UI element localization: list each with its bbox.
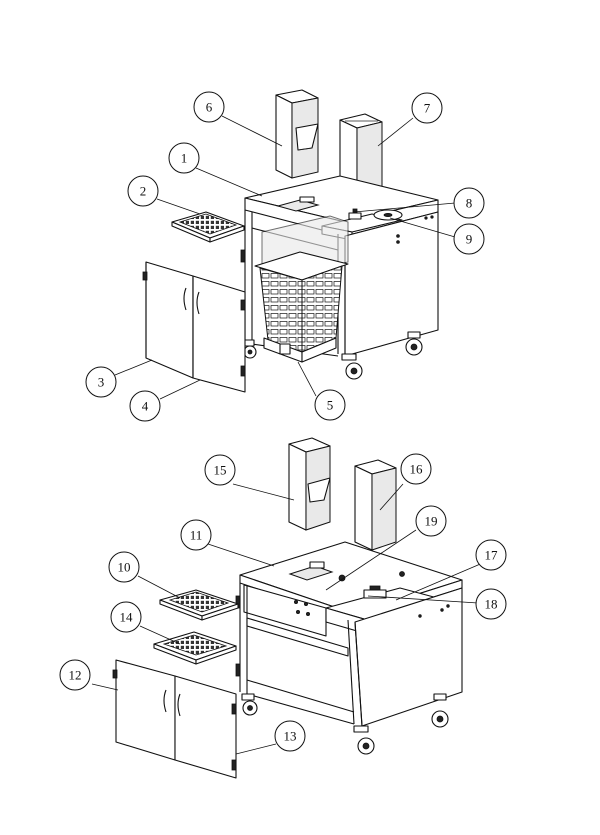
callout-16: 16 <box>400 453 432 485</box>
cabinet-body-lower <box>235 541 463 755</box>
callout-11: 11 <box>180 519 212 551</box>
svg-text:16: 16 <box>410 462 424 477</box>
caster-front-left <box>243 339 257 359</box>
svg-text:15: 15 <box>214 463 227 478</box>
caster-front-right <box>341 353 363 380</box>
svg-text:2: 2 <box>140 184 147 199</box>
svg-text:18: 18 <box>485 597 498 612</box>
chute-part-16 <box>354 459 397 551</box>
callout-7: 7 <box>411 92 443 124</box>
svg-text:7: 7 <box>424 101 431 116</box>
callout-3: 3 <box>85 366 117 398</box>
callout-19: 19 <box>415 505 447 537</box>
svg-text:9: 9 <box>466 232 473 247</box>
callout-1: 1 <box>168 142 200 174</box>
grille-part-14 <box>153 631 237 665</box>
callout-4: 4 <box>129 390 161 422</box>
caster-rear-right <box>405 331 423 356</box>
callout-17: 17 <box>475 539 507 571</box>
callout-14: 14 <box>110 601 142 633</box>
chute-part-6 <box>275 89 319 179</box>
callout-2: 2 <box>127 175 159 207</box>
svg-text:8: 8 <box>466 196 473 211</box>
svg-text:17: 17 <box>485 548 499 563</box>
callout-6: 6 <box>193 91 225 123</box>
svg-text:1: 1 <box>181 151 188 166</box>
door-pair-upper <box>142 261 246 393</box>
svg-text:14: 14 <box>120 610 134 625</box>
upper-assembly <box>142 89 439 393</box>
svg-text:19: 19 <box>425 514 438 529</box>
callout-12: 12 <box>59 659 91 691</box>
svg-text:5: 5 <box>327 398 334 413</box>
basket-part-5 <box>254 251 349 363</box>
callout-10: 10 <box>108 551 140 583</box>
caster-lower-front-left <box>241 693 258 716</box>
callout-18: 18 <box>475 588 507 620</box>
svg-text:6: 6 <box>206 100 213 115</box>
svg-text:13: 13 <box>284 729 297 744</box>
callout-15: 15 <box>204 454 236 486</box>
callout-13: 13 <box>274 720 306 752</box>
door-pair-lower <box>112 659 237 779</box>
lower-assembly <box>112 437 463 779</box>
svg-text:12: 12 <box>69 668 82 683</box>
svg-text:3: 3 <box>98 375 105 390</box>
caster-lower-rear-right <box>431 693 449 728</box>
chute-part-15 <box>288 437 331 531</box>
callout-8: 8 <box>453 187 485 219</box>
svg-text:10: 10 <box>118 560 131 575</box>
callout-5: 5 <box>314 389 346 421</box>
leader-lines <box>91 115 486 755</box>
callout-9: 9 <box>453 223 485 255</box>
grille-part-2 <box>171 211 245 243</box>
svg-text:11: 11 <box>190 528 203 543</box>
caster-lower-front-right <box>353 725 375 755</box>
svg-text:4: 4 <box>142 399 149 414</box>
callout-bubbles: 6 7 1 2 8 9 3 4 5 15 16 19 11 17 10 18 1… <box>59 91 507 752</box>
grille-part-10 <box>159 589 239 621</box>
